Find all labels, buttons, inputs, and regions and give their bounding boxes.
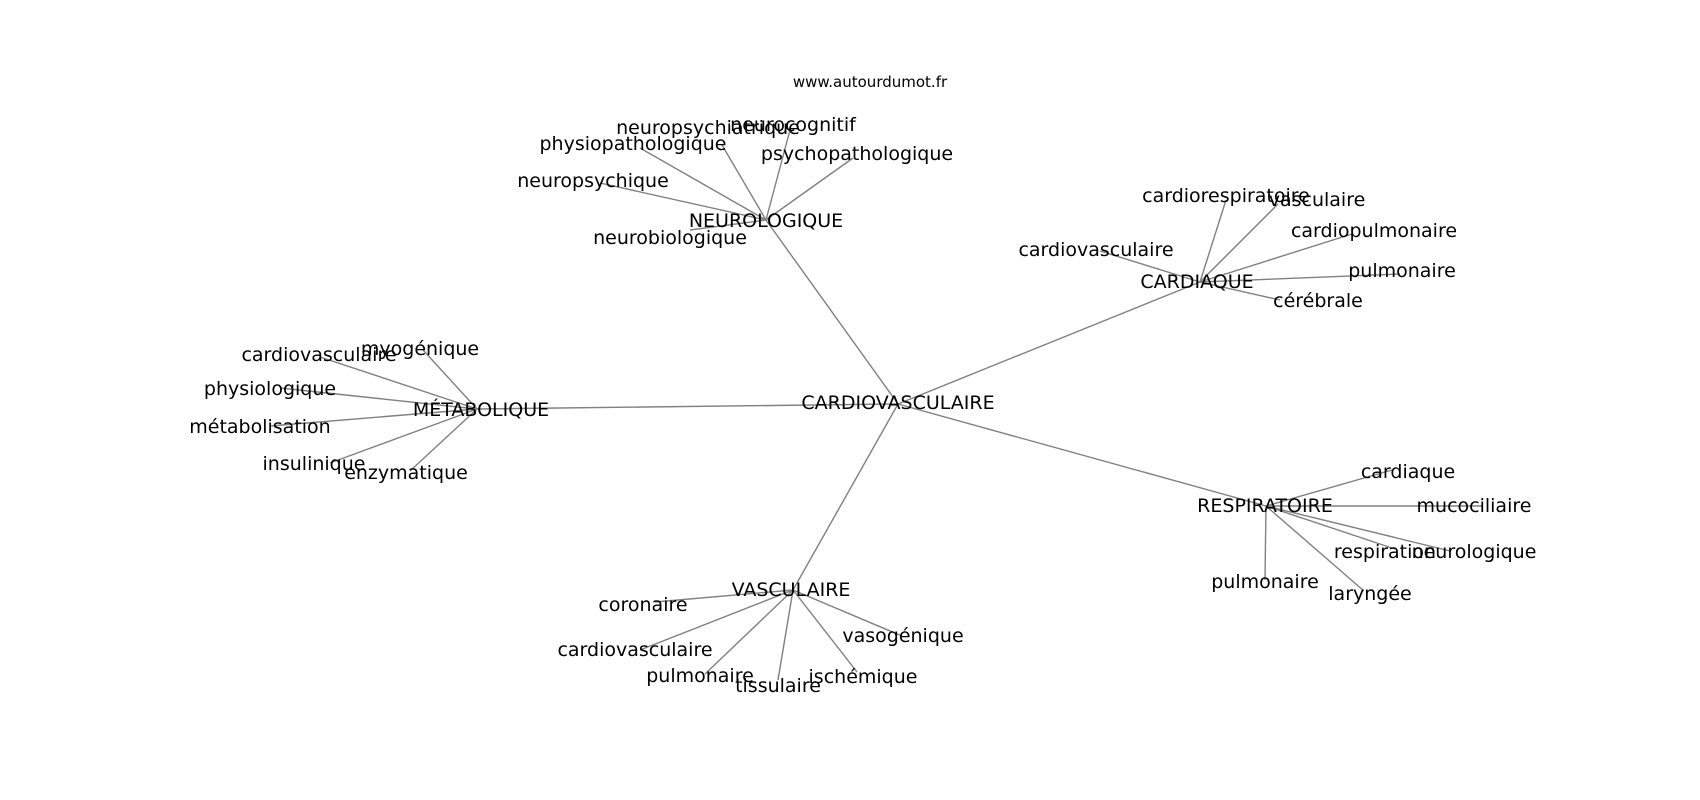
leaf-node-metabolique-myogenique: myogénique — [361, 338, 479, 360]
edge-metabolique-metabolisation — [269, 408, 478, 427]
edge-metabolique-physiologique — [279, 387, 478, 410]
edge-cardiaque-cardiovasculaire — [1099, 250, 1201, 283]
leaf-node-metabolique-cardiovasculaire: cardiovasculaire — [241, 344, 396, 366]
leaf-node-cardiaque-cardiorespiratoire: cardiorespiratoire — [1142, 185, 1310, 207]
leaf-node-cardiaque-cerebrale: cérébrale — [1273, 290, 1363, 312]
edge-vasculaire-tissulaire — [777, 589, 794, 681]
edge-vasculaire-coronaire — [654, 589, 794, 603]
hub-node-respiratoire: RESPIRATOIRE — [1197, 495, 1333, 517]
center-node-label: CARDIOVASCULAIRE — [801, 392, 994, 414]
leaf-node-neurologique-neuropsychiatrique: neuropsychiatrique — [616, 117, 800, 139]
hub-node-neurologique: NEUROLOGIQUE — [689, 210, 843, 232]
edge-center-respiratoire — [897, 403, 1267, 507]
edge-neurologique-neurobiologique — [689, 219, 767, 231]
leaf-node-respiratoire-pulmonaire: pulmonaire — [1211, 571, 1319, 593]
leaf-node-metabolique-metabolisation: métabolisation — [189, 416, 330, 438]
edge-respiratoire-laryngee — [1265, 505, 1365, 592]
edge-vasculaire-pulmonaire — [704, 589, 794, 675]
leaf-node-metabolique-enzymatique: enzymatique — [344, 462, 468, 484]
leaf-node-cardiaque-pulmonaire: pulmonaire — [1348, 260, 1456, 282]
edge-center-vasculaire — [792, 403, 899, 591]
edge-center-metabolique — [476, 403, 899, 410]
edge-vasculaire-ischemique — [792, 589, 858, 673]
edge-cardiaque-cardiopulmonaire — [1199, 233, 1353, 283]
edge-cardiaque-vasculaire — [1199, 203, 1279, 283]
edge-metabolique-enzymatique — [409, 408, 478, 472]
edge-cardiaque-cerebrale — [1199, 281, 1281, 301]
leaf-node-neurologique-neurobiologique: neurobiologique — [593, 227, 747, 249]
edge-respiratoire-respiration — [1265, 505, 1396, 550]
hub-node-vasculaire: VASCULAIRE — [732, 579, 851, 601]
edge-metabolique-cardiovasculaire — [319, 356, 478, 410]
edge-neurologique-neurocognitif — [765, 129, 791, 221]
leaf-node-metabolique-physiologique: physiologique — [204, 378, 336, 400]
edge-neurologique-neuropsychique — [599, 182, 767, 221]
leaf-node-vasculaire-tissulaire: tissulaire — [735, 675, 821, 697]
leaf-node-cardiaque-cardiopulmonaire: cardiopulmonaire — [1291, 220, 1457, 242]
edge-metabolique-myogenique — [422, 349, 478, 410]
leaf-node-respiratoire-neurologique: neurologique — [1412, 541, 1537, 563]
edge-cardiaque-pulmonaire — [1199, 273, 1401, 283]
leaf-node-vasculaire-cardiovasculaire: cardiovasculaire — [557, 639, 712, 661]
edge-vasculaire-cardiovasculaire — [639, 589, 794, 651]
edges — [269, 129, 1482, 681]
edge-cardiaque-cardiorespiratoire — [1199, 199, 1227, 283]
edge-neurologique-physiopathologique — [639, 147, 767, 221]
edge-metabolique-insulinique — [329, 408, 478, 464]
leaf-node-neurologique-physiopathologique: physiopathologique — [539, 133, 726, 155]
leaf-node-cardiaque-vasculaire: vasculaire — [1269, 189, 1366, 211]
edge-center-neurologique — [765, 219, 899, 405]
edge-respiratoire-cardiaque — [1265, 469, 1393, 507]
leaf-node-neurologique-neuropsychique: neuropsychique — [517, 170, 669, 192]
leaf-node-cardiaque-cardiovasculaire: cardiovasculaire — [1018, 239, 1173, 261]
leaf-node-metabolique-insulinique: insulinique — [263, 453, 366, 475]
node-labels: CARDIOVASCULAIRE NEUROLOGIQUE neurocogniti… — [189, 114, 1536, 697]
hub-node-metabolique: MÉTABOLIQUE — [413, 398, 549, 421]
leaf-node-respiratoire-mucociliaire: mucociliaire — [1417, 495, 1532, 517]
edge-center-cardiaque — [897, 281, 1201, 405]
leaf-node-neurologique-psychopathologique: psychopathologique — [761, 143, 953, 165]
edge-respiratoire-neurologique — [1265, 505, 1451, 552]
leaf-node-respiratoire-laryngee: laryngée — [1328, 583, 1411, 605]
edge-neurologique-neuropsychiatrique — [721, 144, 767, 221]
leaf-node-vasculaire-pulmonaire: pulmonaire — [646, 665, 754, 687]
leaf-node-respiratoire-respiration: respiration — [1334, 541, 1436, 563]
leaf-node-vasculaire-vasogenique: vasogénique — [842, 625, 963, 647]
hub-node-cardiaque: CARDIAQUE — [1140, 271, 1253, 293]
leaf-node-vasculaire-coronaire: coronaire — [598, 594, 687, 616]
leaf-node-neurologique-neurocognitif: neurocognitif — [730, 114, 857, 136]
edge-vasculaire-vasogenique — [792, 589, 903, 637]
leaf-node-vasculaire-ischemique: ischémique — [809, 666, 918, 688]
leaf-node-respiratoire-cardiaque: cardiaque — [1361, 461, 1455, 483]
edge-respiratoire-pulmonaire — [1264, 505, 1267, 581]
edge-neurologique-psychopathologique — [765, 157, 854, 221]
source-watermark: www.autourdumot.fr — [793, 73, 948, 91]
